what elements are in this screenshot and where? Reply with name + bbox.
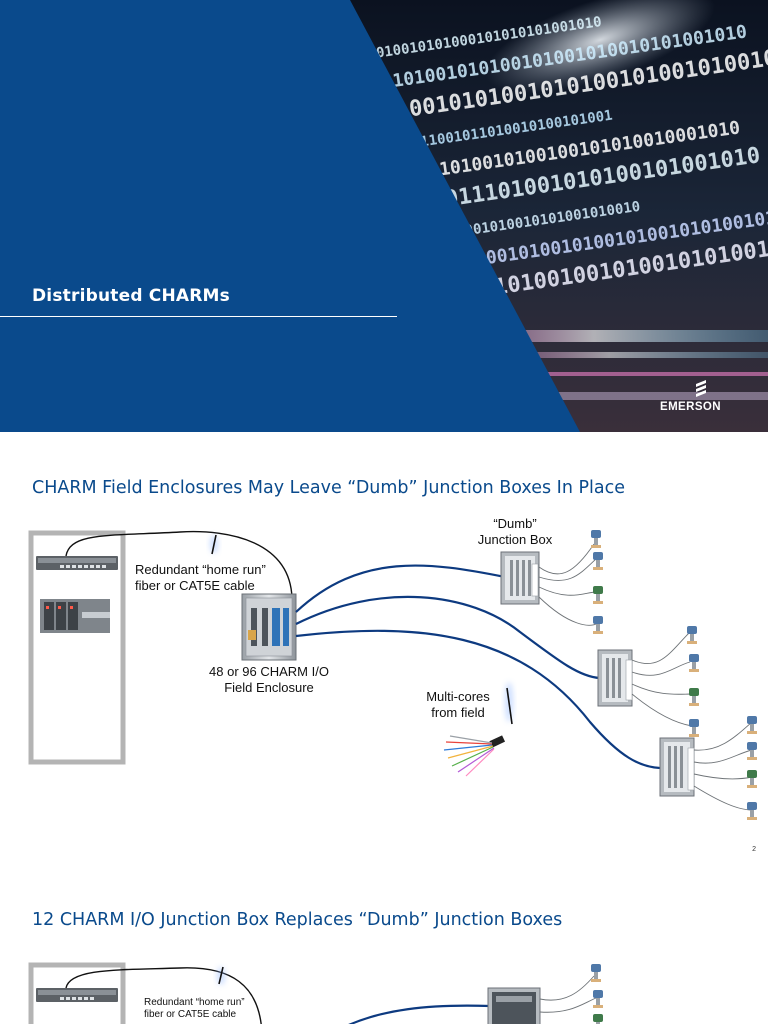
pressure-transmitter-icon [689,719,699,737]
pressure-transmitter-icon [591,964,601,982]
pressure-transmitter-icon [747,802,757,820]
slide-heading: CHARM Field Enclosures May Leave “Dumb” … [32,478,626,498]
controller-modules [40,599,110,633]
multicore-bundle [443,682,513,777]
home-run-label-line2: fiber or CAT5E cable [135,578,255,593]
dumb-junction-box-1 [500,551,540,605]
pressure-transmitter-icon [591,530,601,548]
pressure-transmitter-icon [593,586,603,604]
blue-panel [0,0,580,432]
network-switch [36,556,118,570]
pressure-transmitter-icon [593,1014,603,1024]
home-run-label-line1: Redundant “home run” [144,997,245,1008]
home-run-label-line1: Redundant “home run” [135,562,266,577]
pressure-transmitter-icon [689,688,699,706]
emerson-logo-mark [696,380,706,397]
pressure-transmitter-icon [687,626,697,644]
wiring-diagram [28,530,757,820]
dumb-jb-label-line2: Junction Box [477,532,553,547]
pressure-transmitter-icon [593,552,603,570]
slide-title: Distributed CHARMs [32,286,230,306]
pressure-transmitter-icon [689,654,699,672]
dumb-jb-label-line1: “Dumb” [493,516,537,531]
blue-cable [348,1004,491,1024]
dumb-junction-box-3 [659,737,695,797]
pressure-transmitter-icon [747,770,757,788]
enclosure-label-line1: 48 or 96 CHARM I/O [209,664,329,679]
field-transmitters [591,530,757,820]
pressure-transmitter-icon [593,616,603,634]
blue-multicore-cables [295,564,661,770]
controller-cabinet [28,962,126,1024]
title-underline [0,316,397,317]
pressure-transmitter-icon [747,742,757,760]
diagram-slide-charm-jb: 12 CHARM I/O Junction Box Replaces “Dumb… [0,864,768,1024]
emerson-logo: EMERSON [660,380,740,416]
enclosure-label-line2: Field Enclosure [224,680,314,695]
network-switch [36,988,118,1002]
controller-cabinet [28,530,126,765]
home-run-label-line2: fiber or CAT5E cable [144,1009,237,1020]
charm-field-enclosure [241,593,297,661]
diagram-slide-dumb-jb: CHARM Field Enclosures May Leave “Dumb” … [0,432,768,864]
home-run-cable [65,967,262,1024]
home-run-cable [65,530,293,599]
multicore-label-line2: from field [431,705,485,720]
multicore-label-line1: Multi-cores [426,689,490,704]
pressure-transmitter-icon [747,716,757,734]
pressure-transmitter-icon [593,990,603,1008]
field-wires [538,543,753,811]
slide-heading: 12 CHARM I/O Junction Box Replaces “Dumb… [32,910,563,930]
dumb-junction-box-2 [597,649,633,707]
charm-junction-box [487,987,541,1024]
page-number: 2 [752,846,756,853]
wiring-diagram [28,962,603,1024]
logo-wordmark: EMERSON [660,401,721,413]
